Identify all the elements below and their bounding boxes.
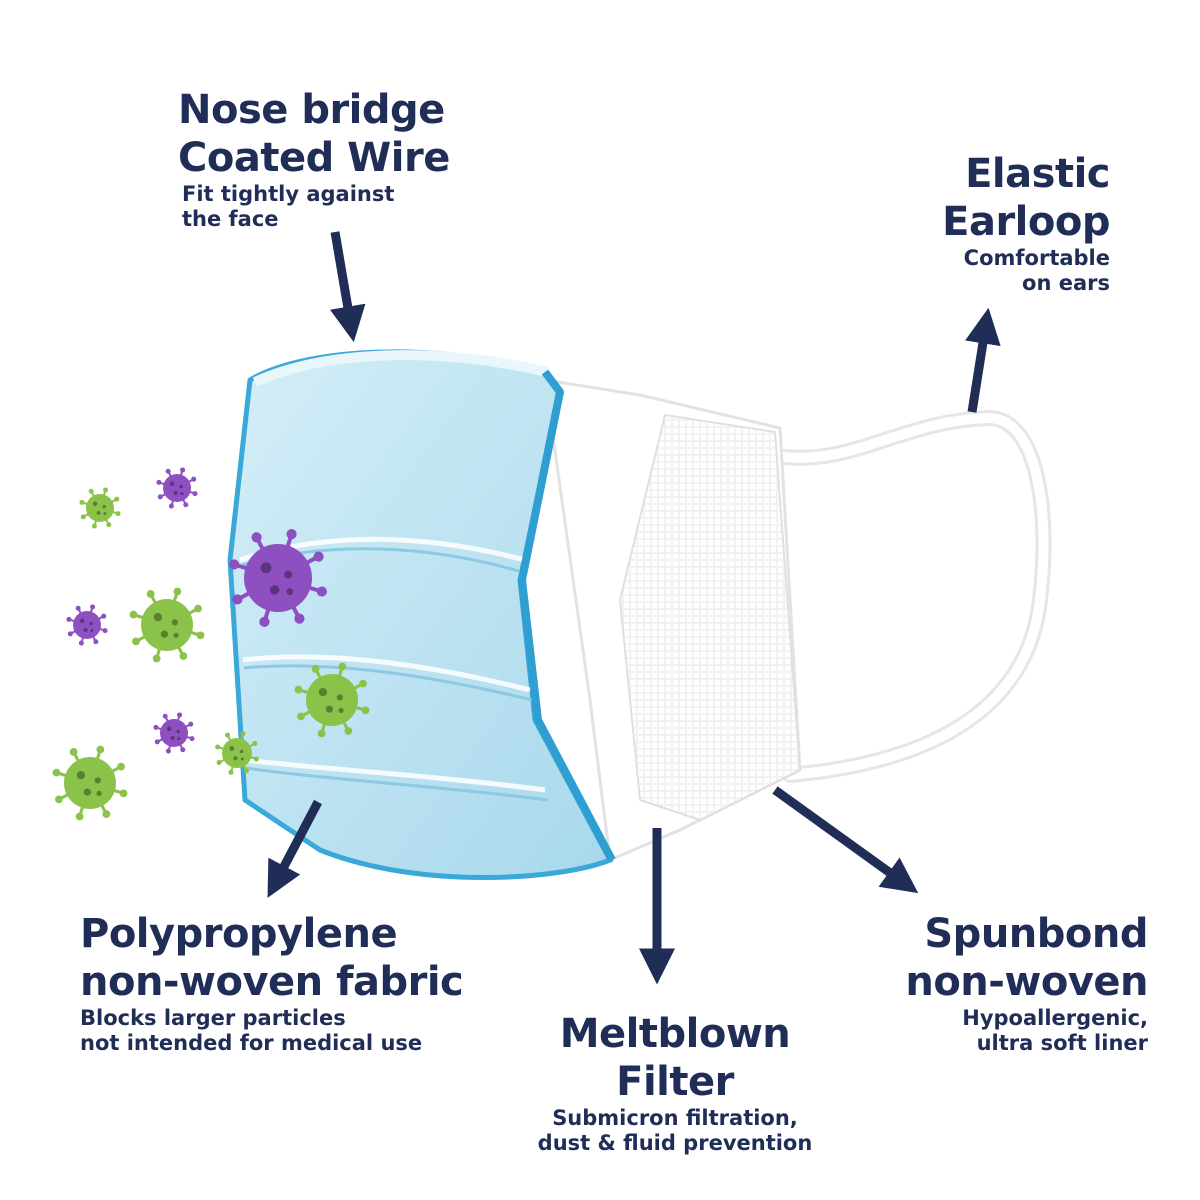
meltblown-desc-1: Submicron filtration, [552, 1106, 798, 1130]
label-nose-bridge: Nose bridge Coated Wire Fit tightly agai… [178, 86, 450, 232]
label-polypropylene: Polypropylene non-woven fabric Blocks la… [80, 910, 464, 1056]
spunbond-title-1: Spunbond [924, 911, 1148, 957]
virus-icon [294, 662, 370, 738]
virus-icon [156, 467, 198, 509]
virus-icon [129, 587, 205, 663]
earloop-title-2: Earloop [942, 199, 1110, 245]
meltblown-mesh [618, 413, 802, 822]
virus-icon [215, 731, 259, 775]
virus-icon [66, 604, 108, 646]
virus-icon [229, 529, 327, 627]
polypropylene-desc-1: Blocks larger particles [80, 1006, 346, 1030]
arrow-spunbond [772, 786, 919, 894]
earloop-title-1: Elastic [965, 151, 1110, 197]
label-earloop: Elastic Earloop Comfortable on ears [942, 150, 1110, 296]
arrow-polypropylene [267, 799, 322, 898]
nose-bridge-title-1: Nose bridge [178, 87, 445, 133]
elastic-earloop [762, 409, 1052, 783]
nose-bridge-desc-1: Fit tightly against [182, 182, 395, 206]
spunbond-desc-1: Hypoallergenic, [962, 1006, 1148, 1030]
nose-bridge-desc-2: the face [182, 207, 279, 231]
polypropylene-title-2: non-woven fabric [80, 959, 464, 1005]
virus-icon [79, 487, 121, 529]
earloop-desc-1: Comfortable [963, 246, 1110, 270]
label-meltblown: Meltblown Filter Submicron filtration, d… [510, 1010, 840, 1156]
meltblown-title-2: Filter [616, 1059, 734, 1105]
earloop-desc-2: on ears [1022, 271, 1110, 295]
polypropylene-title-1: Polypropylene [80, 911, 398, 957]
arrow-nose-bridge [329, 231, 366, 343]
arrow-earloop [965, 307, 1001, 413]
meltblown-title-1: Meltblown [559, 1011, 791, 1057]
polypropylene-desc-2: not intended for medical use [80, 1031, 423, 1055]
spunbond-title-2: non-woven [905, 959, 1148, 1005]
virus-icon [52, 745, 128, 821]
meltblown-desc-2: dust & fluid prevention [537, 1131, 813, 1155]
nose-bridge-wire [252, 350, 550, 387]
label-spunbond: Spunbond non-woven Hypoallergenic, ultra… [905, 910, 1148, 1056]
spunbond-desc-2: ultra soft liner [976, 1031, 1148, 1055]
virus-particles [52, 467, 370, 821]
virus-icon [153, 712, 195, 754]
nose-bridge-title-2: Coated Wire [178, 135, 450, 181]
